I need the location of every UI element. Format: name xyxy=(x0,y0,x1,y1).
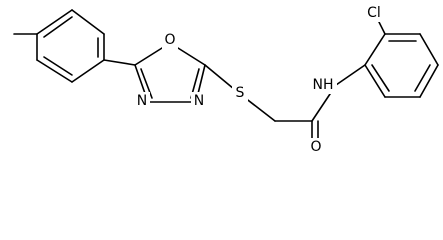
atom-label-ring-oxygen: O xyxy=(164,32,175,48)
chlorophenyl-ring xyxy=(364,33,439,98)
atom-label-carbonyl-oxygen: O xyxy=(310,139,321,155)
tolyl-ring xyxy=(36,9,105,83)
atom-label-ring-nitrogen-left: N xyxy=(137,93,147,109)
atom-label-chlorine: Cl xyxy=(367,5,381,21)
bond-aryl-oxadiazole xyxy=(103,59,136,66)
atom-label-ring-nitrogen-right: N xyxy=(194,93,204,109)
atom-label-amide-nitrogen: NH xyxy=(313,77,334,93)
molecule-structure-diagram: O N N S NH Cl O xyxy=(13,4,439,156)
oxadiazole-ring xyxy=(134,42,206,103)
atom-label-sulfur: S xyxy=(236,85,245,101)
bond-n-phenyl xyxy=(335,64,366,86)
